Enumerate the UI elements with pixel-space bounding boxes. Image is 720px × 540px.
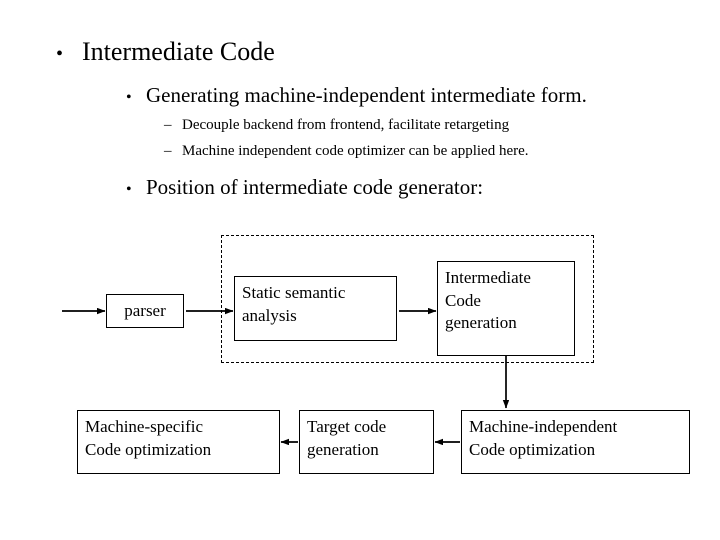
page-title: • Intermediate Code [56, 37, 275, 66]
bullet-marker-icon: • [126, 89, 132, 106]
outline-item-0-label: Generating machine-independent intermedi… [146, 83, 587, 107]
outline-item-2-label: Machine independent code optimizer can b… [182, 143, 529, 159]
title-text: Intermediate Code [82, 37, 275, 66]
node-target-code-generation[interactable]: Target code generation [299, 410, 434, 474]
frontend-group-dashed-box [221, 235, 594, 363]
dash-marker-icon: – [164, 117, 172, 133]
node-static-semantic-analysis[interactable]: Static semantic analysis [234, 276, 397, 341]
bullet-marker-icon: • [56, 43, 64, 65]
outline-item-2: – Machine independent code optimizer can… [164, 143, 529, 160]
node-machine-independent-code-optimization[interactable]: Machine-independent Code optimization [461, 410, 690, 474]
node-machine-specific-code-optimization[interactable]: Machine-specific Code optimization [77, 410, 280, 474]
bullet-marker-icon: • [126, 181, 132, 198]
node-intermediate-code-generation[interactable]: Intermediate Code generation [437, 261, 575, 356]
outline-item-3: • Position of intermediate code generato… [126, 176, 483, 199]
node-parser[interactable]: parser [106, 294, 184, 328]
outline-item-0: • Generating machine-independent interme… [126, 84, 587, 107]
outline-item-3-label: Position of intermediate code generator: [146, 175, 484, 199]
dash-marker-icon: – [164, 143, 172, 159]
outline-item-1-label: Decouple backend from frontend, facilita… [182, 117, 510, 133]
outline-item-1: – Decouple backend from frontend, facili… [164, 117, 510, 134]
